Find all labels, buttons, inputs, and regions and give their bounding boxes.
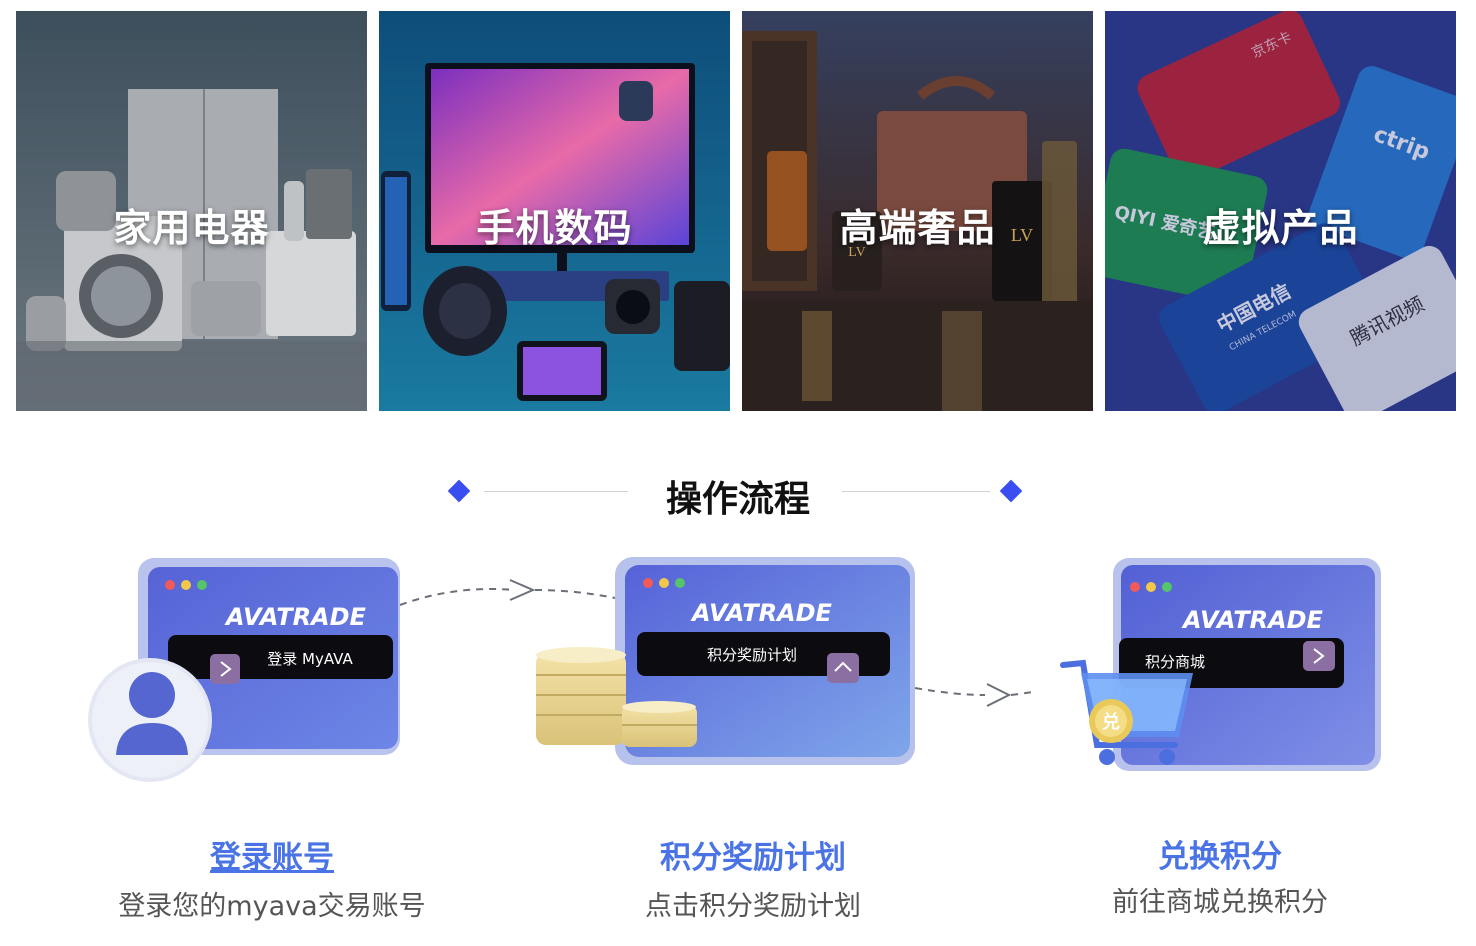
home-appliance-image	[16, 11, 367, 411]
category-tile-digital[interactable]: 手机数码	[379, 11, 730, 411]
process-arrows	[399, 579, 1035, 707]
chevron-right-icon	[1313, 648, 1325, 664]
shopping-cart-icon: 兑	[1060, 659, 1193, 765]
pill-label: 积分商城	[1145, 653, 1205, 671]
section-title: 操作流程	[665, 479, 810, 520]
svg-text:LV: LV	[848, 245, 865, 260]
user-icon	[116, 723, 188, 755]
luxury-goods-image: LV LV	[742, 11, 1093, 411]
brand-logo: AVATRADE	[224, 603, 367, 631]
category-tile-home-appliances[interactable]: 家用电器	[16, 11, 367, 411]
step-1-illustration: AVATRADE 登录 MyAVA	[88, 555, 408, 785]
pill-label: 登录 MyAVA	[267, 650, 353, 668]
category-label: 虚拟产品	[1202, 206, 1359, 250]
step-3-description: 前往商城兑换积分	[1112, 887, 1328, 918]
step-3-title: 兑换积分	[1158, 839, 1282, 875]
digital-devices-image	[379, 11, 730, 411]
arrow-head-icon	[986, 683, 1012, 707]
category-label: 手机数码	[476, 206, 633, 250]
step-3-illustration: AVATRADE 积分商城 兑	[1055, 555, 1385, 790]
brand-logo: AVATRADE	[690, 599, 833, 627]
process-heading: 操作流程	[0, 462, 1476, 522]
brand-logo: AVATRADE	[1181, 606, 1324, 634]
category-tiles: 家用电器	[16, 11, 1456, 411]
coins-icon	[536, 647, 697, 747]
dashed-arrow-1a	[399, 588, 516, 606]
exchange-badge: 兑	[1102, 711, 1120, 733]
step-2-illustration: AVATRADE 积分奖励计划	[530, 555, 920, 770]
chevron-right-icon	[220, 661, 232, 677]
category-label: 家用电器	[113, 206, 270, 250]
pill-label: 积分奖励计划	[707, 646, 797, 664]
dashed-arrow-2b	[1010, 690, 1035, 696]
step-1-title-link[interactable]: 登录账号	[210, 840, 334, 876]
dashed-arrow-1b	[534, 589, 616, 599]
chevron-up-icon	[834, 661, 852, 672]
category-tile-luxury[interactable]: LV LV 高端奢品	[742, 11, 1093, 411]
divider-left	[484, 491, 628, 492]
dashed-arrow-2a	[914, 687, 986, 696]
step-2-title: 积分奖励计划	[660, 840, 846, 876]
category-label: 高端奢品	[839, 206, 996, 250]
arrow-head-icon	[509, 579, 536, 601]
category-tile-virtual[interactable]: 京东卡 ctrip QIYI 爱奇艺 中国电信 CHINA TELECOM 腾讯…	[1105, 11, 1456, 411]
step-2-description: 点击积分奖励计划	[645, 891, 861, 922]
svg-text:LV: LV	[1011, 225, 1033, 245]
gift-cards-image: 京东卡 ctrip QIYI 爱奇艺 中国电信 CHINA TELECOM 腾讯…	[1105, 11, 1456, 411]
step-1-description: 登录您的myava交易账号	[118, 891, 426, 922]
divider-right	[842, 491, 990, 492]
